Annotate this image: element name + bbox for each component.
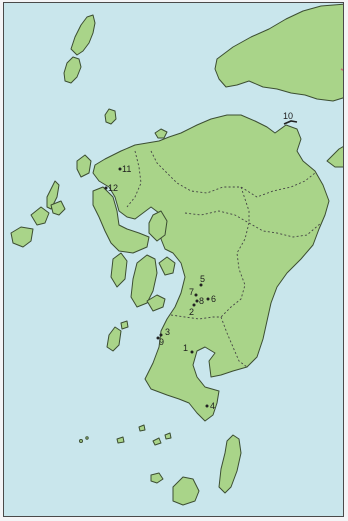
site-12-marker bbox=[104, 186, 108, 190]
site-9-label: 9 bbox=[159, 337, 164, 347]
land-honshu bbox=[214, 3, 343, 102]
land-islet-south-1 bbox=[116, 436, 125, 444]
site-7-label: 7 bbox=[189, 287, 194, 297]
land-nagasaki-peninsula bbox=[92, 186, 150, 254]
land-tsushima-south bbox=[63, 56, 82, 84]
land-yakushima bbox=[172, 476, 200, 506]
kyushu-map: 1 2 3 4 5 6 7 8 9 10 11 12 bbox=[4, 3, 343, 516]
land-islet-north bbox=[154, 128, 168, 139]
site-8-marker bbox=[195, 299, 199, 303]
site-4: 4 bbox=[205, 401, 215, 411]
land-islet-south-6 bbox=[85, 436, 89, 440]
site-7-marker bbox=[194, 293, 198, 297]
site-12: 12 bbox=[104, 183, 118, 193]
shore-accent-honshu bbox=[340, 68, 343, 71]
site-8: 8 bbox=[195, 296, 204, 306]
map-frame: 1 2 3 4 5 6 7 8 9 10 11 12 bbox=[3, 2, 344, 517]
site-1: 1 bbox=[183, 343, 194, 354]
site-9: 9 bbox=[156, 336, 164, 347]
site-7: 7 bbox=[189, 287, 198, 297]
boundary-fukuoka-kumamoto bbox=[184, 210, 250, 224]
site-6: 6 bbox=[206, 294, 216, 304]
site-1-label: 1 bbox=[183, 343, 188, 353]
site-10: 10 bbox=[283, 111, 298, 125]
site-8-label: 8 bbox=[199, 296, 204, 306]
land-amakusa-lower bbox=[146, 294, 166, 312]
site-3: 3 bbox=[159, 327, 170, 337]
land-koshikijima-islet bbox=[120, 320, 129, 330]
land-goto-2 bbox=[30, 206, 50, 226]
site-5-marker bbox=[199, 283, 203, 287]
site-3-label: 3 bbox=[165, 327, 170, 337]
land-nagasaki-tip bbox=[110, 252, 128, 288]
site-10-marker bbox=[283, 120, 298, 125]
land-islet-south-5 bbox=[79, 439, 83, 443]
land-goto-4 bbox=[50, 200, 66, 216]
land-islet-south-4 bbox=[164, 432, 172, 440]
land-tsushima-north bbox=[70, 14, 96, 56]
land-shikoku-tip bbox=[326, 146, 343, 168]
site-2-label: 2 bbox=[189, 307, 194, 317]
site-1-marker bbox=[190, 350, 194, 354]
site-6-label: 6 bbox=[211, 294, 216, 304]
land-islet-south-3 bbox=[152, 437, 162, 446]
site-5-label: 5 bbox=[200, 274, 205, 284]
boundary-kumamoto-kagoshima bbox=[170, 314, 221, 320]
land-goto-3 bbox=[10, 226, 34, 248]
land-shimabara bbox=[148, 210, 168, 242]
site-3-marker bbox=[159, 333, 163, 337]
land-amakusa-islet bbox=[158, 256, 176, 276]
site-2: 2 bbox=[189, 303, 196, 317]
site-2-marker bbox=[192, 303, 196, 307]
site-4-label: 4 bbox=[210, 401, 215, 411]
site-4-marker bbox=[205, 404, 209, 408]
site-11-label: 11 bbox=[122, 164, 131, 174]
land-koshikijima bbox=[106, 326, 122, 352]
boundary-saga-nagasaki bbox=[126, 150, 142, 208]
land-tanegashima bbox=[218, 434, 242, 494]
site-11: 11 bbox=[118, 164, 131, 174]
land-kuchinoerabu bbox=[150, 472, 164, 484]
land-hirado bbox=[76, 154, 92, 178]
land-iki bbox=[104, 108, 117, 125]
site-9-marker bbox=[156, 336, 160, 340]
land-goto-1 bbox=[46, 180, 60, 210]
site-11-marker bbox=[118, 167, 122, 171]
site-5: 5 bbox=[199, 274, 205, 287]
land-islet-south-2 bbox=[138, 424, 146, 432]
site-6-marker bbox=[206, 297, 210, 301]
site-12-label: 12 bbox=[108, 183, 118, 193]
site-10-label: 10 bbox=[283, 111, 293, 121]
boundary-oita-miyazaki bbox=[248, 222, 322, 238]
boundary-miyazaki-kagoshima bbox=[220, 316, 248, 368]
land-amakusa-upper bbox=[130, 254, 158, 308]
boundary-oita-fukuoka bbox=[240, 186, 250, 223]
